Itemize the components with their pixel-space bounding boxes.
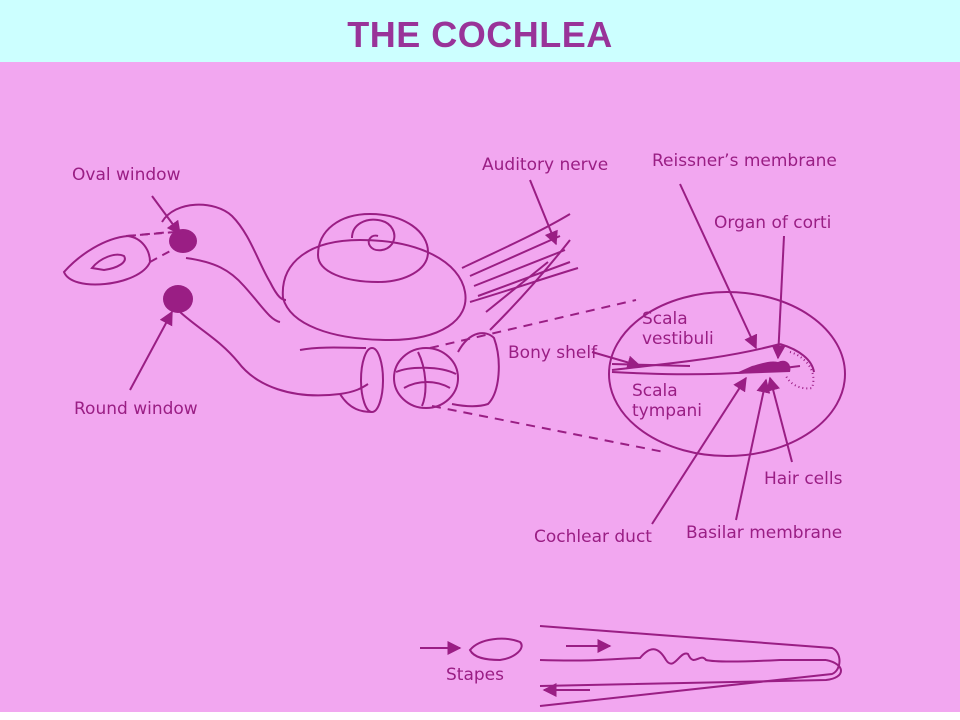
bony-shelf-line — [611, 363, 691, 367]
organ-of-corti-pointer — [771, 235, 786, 360]
canal-lines — [299, 346, 373, 413]
canal-end — [360, 347, 384, 413]
label-scala-vestibuli-2: vestibuli — [642, 329, 714, 349]
reissners-membrane-pointer — [679, 183, 758, 350]
label-hair-cells: Hair cells — [764, 469, 843, 489]
label-oval-window: Oval window — [72, 165, 181, 185]
organ-of-corti — [734, 360, 791, 374]
round-window — [163, 285, 193, 313]
auditory-nerve-bundle — [461, 213, 579, 331]
stapes-small — [468, 637, 523, 662]
label-scala-vestibuli-1: Scala — [642, 309, 688, 329]
title-bar: THE COCHLEA — [0, 0, 960, 62]
label-scala-tympani-2: tympani — [632, 401, 702, 421]
label-scala-tympani-1: Scala — [632, 381, 678, 401]
enlarged-cross-section — [608, 291, 846, 457]
auditory-nerve-pointer — [529, 179, 558, 246]
oval-window-dash-1 — [125, 231, 177, 237]
oval-window-pointer — [151, 195, 181, 236]
uncoiled-cochlea-inner — [539, 648, 826, 665]
coil-cross-section — [393, 347, 459, 409]
cochlea-apex-spiral — [351, 218, 396, 252]
stapes-link-line — [127, 231, 173, 263]
label-cochlear-duct: Cochlear duct — [534, 527, 652, 547]
vestibule-outline — [161, 203, 287, 301]
stapes-drawing — [62, 234, 152, 286]
label-reissners-membrane: Reissner’s membrane — [652, 151, 837, 171]
label-bony-shelf: Bony shelf — [508, 343, 598, 363]
auditory-nerve-fibers — [469, 235, 571, 313]
label-auditory-nerve: Auditory nerve — [482, 155, 608, 175]
uncoiled-cochlea-return — [539, 659, 842, 687]
diagram-slide — [0, 62, 960, 712]
cochlea-middle-coil — [316, 212, 430, 284]
uncoiled-cochlea-outline — [539, 625, 841, 707]
label-basilar-membrane: Basilar membrane — [686, 523, 842, 543]
label-round-window: Round window — [74, 399, 198, 419]
coil-cross-section-inner — [395, 351, 457, 407]
stapes-footplate — [90, 253, 126, 272]
cochlear-duct-pointer — [651, 376, 747, 525]
page-title: THE COCHLEA — [347, 14, 613, 55]
basilar-membrane-pointer — [735, 378, 771, 521]
round-window-pointer — [129, 310, 173, 391]
zoom-line-top — [429, 299, 637, 349]
vestibule-inner-outline — [185, 257, 281, 323]
label-organ-of-corti: Organ of corti — [714, 213, 831, 233]
cochlea-lower-body — [451, 332, 500, 408]
hair-cells-pointer — [766, 376, 793, 463]
zoom-line-bottom — [431, 405, 665, 453]
label-stapes: Stapes — [446, 665, 504, 685]
cochlea-base-coil — [281, 238, 467, 342]
vestibule-lower-outline — [179, 311, 369, 397]
bony-shelf-pointer — [591, 351, 642, 370]
